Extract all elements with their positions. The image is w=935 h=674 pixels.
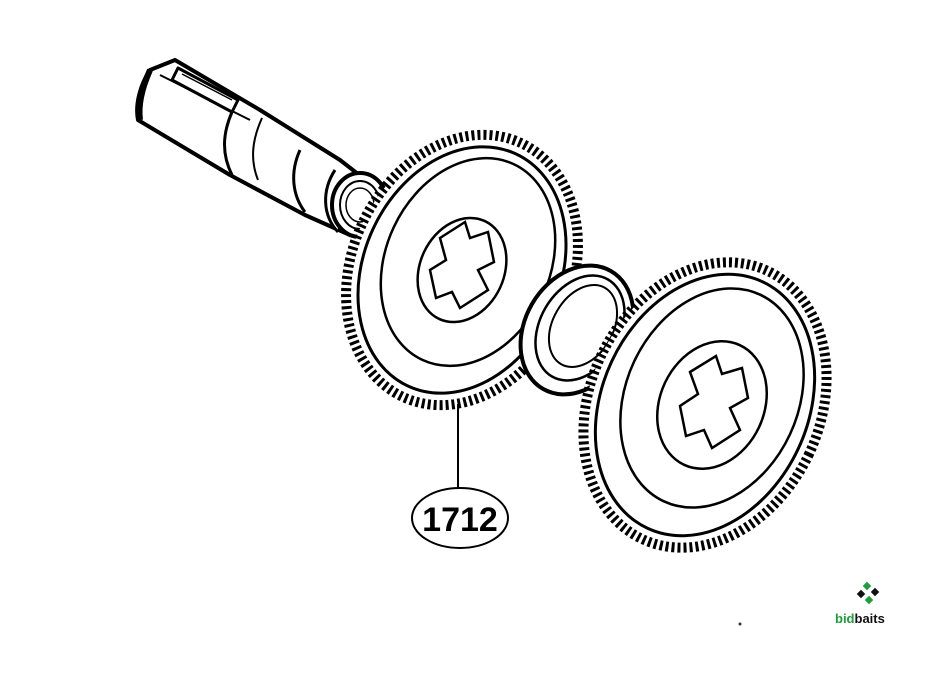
spline-hole-icon [428,220,496,310]
part-number-callout: 1712 [411,487,509,549]
stray-dot [738,622,742,626]
bidbaits-logo: bidbaits [835,581,885,626]
logo-text-baits: baits [855,611,885,626]
drive-shaft-icon [135,58,390,239]
gear-icon [578,257,832,553]
spline-hole-icon [678,354,750,450]
svg-text:bidbaits: bidbaits [835,611,885,626]
logo-text-bid: bid [835,611,855,626]
logo-mark-icon [856,581,880,605]
part-number-label: 1712 [422,501,498,539]
